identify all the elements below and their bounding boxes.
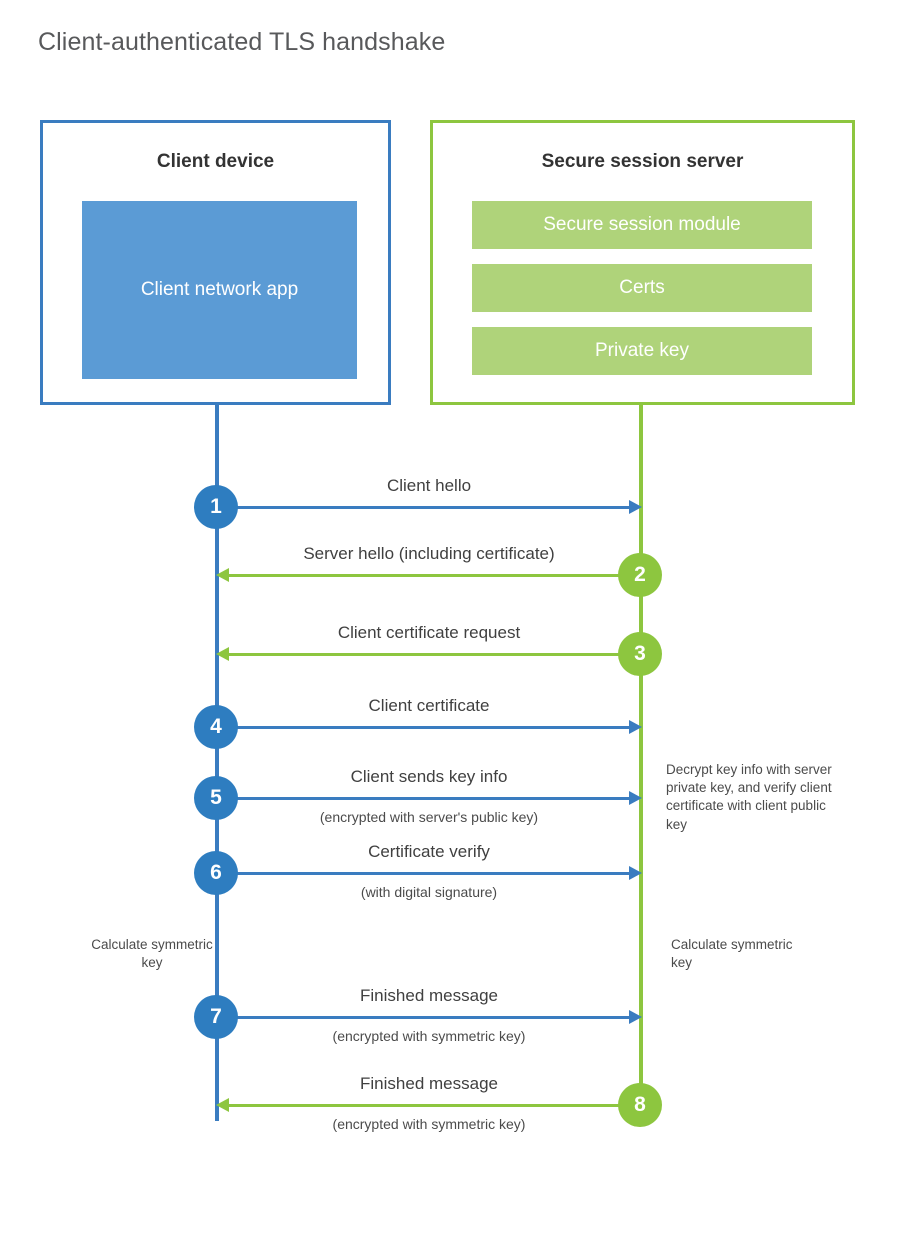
step-arrow-line	[217, 1016, 630, 1019]
step-number-bubble[interactable]: 1	[194, 485, 238, 529]
step-number-bubble[interactable]: 8	[618, 1083, 662, 1127]
step-number: 3	[634, 642, 646, 665]
arrow-head-right-icon	[629, 866, 642, 880]
secure-session-server-box: Secure session server Secure session mod…	[430, 120, 855, 405]
step-arrow-line	[217, 726, 630, 729]
step-arrow-line	[228, 1104, 641, 1107]
step-label: Client hello	[386, 476, 472, 495]
step-arrow-line	[228, 574, 641, 577]
step-number-bubble[interactable]: 7	[194, 995, 238, 1039]
server-calculate-symmetric-key-note: Calculate symmetric key	[671, 937, 793, 971]
client-lifeline	[215, 405, 219, 1121]
step-sublabel: (with digital signature)	[360, 884, 498, 900]
step-number-bubble[interactable]: 6	[194, 851, 238, 895]
step-label: Server hello (including certificate)	[303, 544, 555, 563]
client-device-title: Client device	[156, 151, 275, 172]
step-label: Client certificate	[368, 696, 490, 715]
step-number: 7	[210, 1005, 222, 1028]
server-block-label: Certs	[619, 277, 665, 298]
secure-session-server-title: Secure session server	[541, 151, 744, 172]
step-label: Client sends key info	[350, 767, 508, 786]
arrow-head-left-icon	[216, 568, 229, 582]
client-network-app-label: Client network app	[140, 279, 299, 301]
step-number: 6	[210, 861, 222, 884]
step-number-bubble[interactable]: 2	[618, 553, 662, 597]
step-label: Finished message	[360, 1074, 498, 1093]
client-device-box: Client device Client network app	[40, 120, 391, 405]
server-block-certs: Certs	[472, 264, 812, 312]
step-sublabel: (encrypted with symmetric key)	[332, 1028, 526, 1044]
step-number-bubble[interactable]: 5	[194, 776, 238, 820]
server-block-private-key: Private key	[472, 327, 812, 375]
step-number: 4	[210, 715, 222, 738]
step-arrow-line	[217, 797, 630, 800]
arrow-head-left-icon	[216, 1098, 229, 1112]
step-sublabel: (encrypted with symmetric key)	[332, 1116, 526, 1132]
client-network-app-block: Client network app	[82, 201, 357, 379]
page-title: Client-authenticated TLS handshake	[38, 28, 446, 56]
step-sublabel: (encrypted with server's public key)	[319, 809, 539, 825]
server-decrypt-note: Decrypt key info with server private key…	[666, 762, 832, 832]
server-block-secure-session-module: Secure session module	[472, 201, 812, 249]
step-label: Client certificate request	[337, 623, 521, 642]
step-number: 8	[634, 1093, 646, 1116]
step-number-bubble[interactable]: 3	[618, 632, 662, 676]
server-block-label: Secure session module	[543, 214, 741, 235]
step-label: Finished message	[360, 986, 498, 1005]
step-number: 5	[210, 786, 222, 809]
client-calculate-symmetric-key-note: Calculate symmetric key	[91, 937, 213, 971]
arrow-head-right-icon	[629, 1010, 642, 1024]
arrow-head-right-icon	[629, 500, 642, 514]
step-number: 1	[210, 495, 222, 518]
arrow-head-right-icon	[629, 791, 642, 805]
step-arrow-line	[228, 653, 641, 656]
server-block-label: Private key	[595, 340, 689, 361]
server-lifeline	[639, 405, 643, 1105]
step-label: Certificate verify	[368, 842, 490, 861]
step-arrow-line	[217, 506, 630, 509]
step-number: 2	[634, 563, 646, 586]
step-number-bubble[interactable]: 4	[194, 705, 238, 749]
arrow-head-right-icon	[629, 720, 642, 734]
step-arrow-line	[217, 872, 630, 875]
arrow-head-left-icon	[216, 647, 229, 661]
